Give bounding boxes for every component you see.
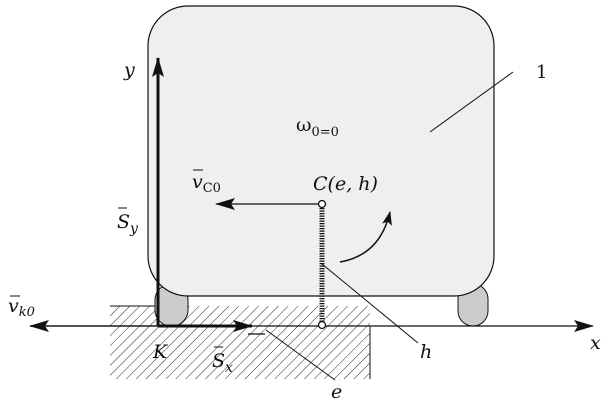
sx-subscript: x bbox=[225, 360, 233, 376]
vk0-subscript: k0 bbox=[19, 305, 35, 320]
vc0-label: vC0 bbox=[192, 171, 221, 196]
sx-label: Sx bbox=[212, 350, 233, 376]
body-leader bbox=[429, 71, 514, 133]
body-shape bbox=[147, 5, 495, 297]
omega-subscript: 0=0 bbox=[312, 125, 339, 140]
center-label: C(e, h) bbox=[313, 173, 378, 195]
e-leader bbox=[265, 329, 336, 381]
sy-subscript: y bbox=[129, 221, 139, 237]
ground-block bbox=[110, 306, 370, 379]
h-leader bbox=[321, 263, 419, 344]
vk0-symbol: v bbox=[8, 295, 19, 317]
e-label: e bbox=[331, 381, 342, 403]
vc0-subscript: C0 bbox=[203, 181, 221, 196]
sy-symbol: S bbox=[117, 211, 130, 233]
vk0-label: vk0 bbox=[8, 295, 35, 320]
x-axis-label: x bbox=[590, 332, 601, 354]
y-axis-label: y bbox=[123, 59, 135, 81]
body-number-label: 1 bbox=[536, 62, 547, 83]
base-point bbox=[317, 320, 327, 330]
h-label: h bbox=[420, 341, 432, 363]
sx-symbol: S bbox=[212, 350, 225, 372]
omega-symbol: ω bbox=[296, 114, 312, 136]
sy-label: Sy bbox=[117, 211, 139, 237]
omega-label: ω0=0 bbox=[296, 114, 339, 140]
point-k-label: K bbox=[152, 341, 169, 363]
vc0-symbol: v bbox=[192, 171, 203, 193]
rotation-arrow bbox=[339, 211, 392, 263]
center-point bbox=[317, 199, 327, 209]
